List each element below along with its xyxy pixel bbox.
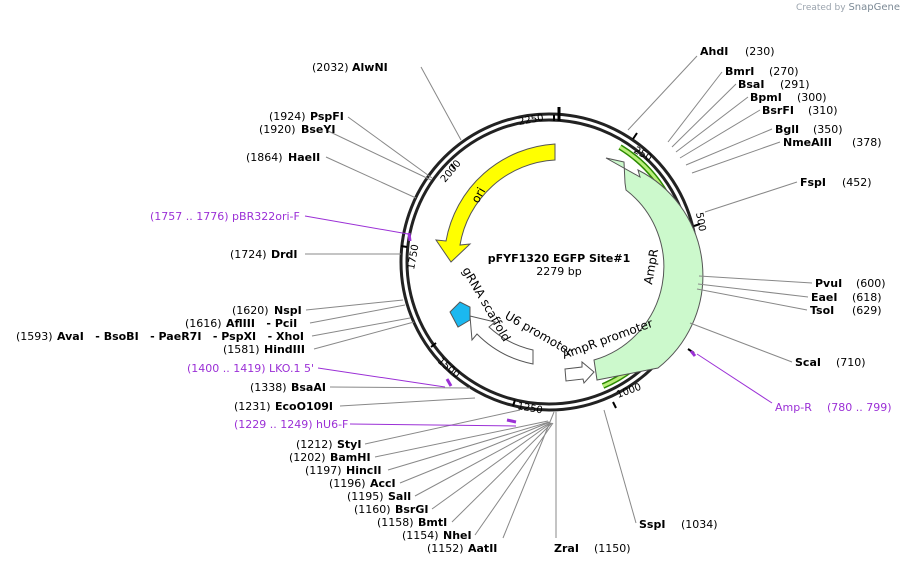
enzyme-ahdi: AhdI: [700, 45, 728, 58]
enzyme-drdi-pos: (1724): [230, 248, 267, 261]
ampr-feature: [593, 157, 704, 381]
enzyme-ecoo109i-pos: (1231): [234, 400, 271, 413]
enzyme-bamhi-pos: (1202): [289, 451, 326, 464]
enzyme-hincii-pos: (1197): [305, 464, 342, 477]
enzyme-aatii-pos: (1152): [427, 542, 464, 555]
tick-1750: 1750: [406, 244, 421, 271]
enzyme-bsrfi-pos: (310): [808, 104, 838, 117]
enzyme-eaei: EaeI: [811, 291, 838, 304]
enzyme-sspi-pos: (1034): [681, 518, 718, 531]
primer-hu6-f: (1229 .. 1249) hU6-F: [234, 418, 348, 431]
snapgene-brand: Created by SnapGene: [796, 2, 900, 13]
enzyme-bsrgi-pos: (1160): [354, 503, 391, 516]
enzyme-drdi: DrdI: [271, 248, 298, 261]
plasmid-name: pFYF1320 EGFP Site#1: [488, 252, 631, 265]
enzyme-hindiii-pos: (1581): [223, 343, 260, 356]
enzyme-nspi-pos: (1620): [232, 304, 269, 317]
enzyme-acci: AccI: [370, 477, 396, 490]
enzyme-scai: ScaI: [795, 356, 821, 369]
enzyme-bpmi-pos: (300): [797, 91, 827, 104]
enzyme-bsrgi: BsrGI: [395, 503, 428, 516]
enzyme-nspi: NspI: [274, 304, 302, 317]
enzyme-zrai: ZraI: [554, 542, 579, 555]
primer-pbr322ori-f: (1757 .. 1776) pBR322ori-F: [150, 210, 300, 223]
enzyme-haeii-pos: (1864): [246, 151, 283, 164]
enzyme-pvui-pos: (600): [856, 277, 886, 290]
enzyme-tsoi-pos: (629): [852, 304, 882, 317]
enzyme-nhei-pos: (1154): [402, 529, 439, 542]
enzyme-nmeaiii-pos: (378): [852, 136, 882, 149]
enzyme-bsai-pos: (291): [780, 78, 810, 91]
enzyme-bamhi: BamHI: [330, 451, 371, 464]
enzyme-styi-pos: (1212): [296, 438, 333, 451]
enzyme-bgli-pos: (350): [813, 123, 843, 136]
enzyme-bmri-pos: (270): [769, 65, 799, 78]
brand-name: SnapGene: [848, 2, 900, 13]
primer-lko1-5: (1400 .. 1419) LKO.1 5': [187, 362, 314, 375]
primer-amp-r: Amp-R: [775, 401, 812, 414]
enzyme-hincii: HincII: [346, 464, 382, 477]
enzyme-pspfi-pos: (1924): [269, 110, 306, 123]
enzyme-eaei-pos: (618): [852, 291, 882, 304]
enzyme-alwni-pos: (2032): [312, 61, 349, 74]
enzyme-acci-pos: (1196): [329, 477, 366, 490]
enzyme-tsoi: TsoI: [810, 304, 834, 317]
enzyme-hindiii: HindIII: [264, 343, 305, 356]
ori-feature: [434, 143, 556, 263]
enzyme-afliii-pos: (1616): [185, 317, 222, 330]
tick-2250: 2250: [518, 113, 545, 128]
enzyme-bmti-pos: (1158): [377, 516, 414, 529]
enzyme-scai-pos: (710): [836, 356, 866, 369]
enzyme-aatii: AatII: [468, 542, 497, 555]
enzyme-sali-pos: (1195): [347, 490, 384, 503]
tick-1250: 1250: [516, 401, 543, 416]
enzyme-avai-pos: (1593): [16, 330, 53, 343]
enzyme-bmti: BmtI: [418, 516, 447, 529]
enzyme-zrai-pos: (1150): [594, 542, 631, 555]
enzyme-styi: StyI: [337, 438, 361, 451]
ampr-promoter-feature: [564, 360, 595, 385]
enzyme-bsaai-pos: (1338): [250, 381, 287, 394]
primer-amp-r-range: (780 .. 799): [827, 401, 892, 414]
enzyme-alwni: AlwNI: [352, 61, 388, 74]
enzyme-nhei: NheI: [443, 529, 472, 542]
grna-scaffold-feature: [449, 301, 471, 328]
enzyme-bpmi: BpmI: [750, 91, 782, 104]
enzyme-bsai: BsaI: [738, 78, 764, 91]
enzyme-bsrfi: BsrFI: [762, 104, 794, 117]
ori-label: ori: [468, 185, 488, 206]
enzyme-bmri: BmrI: [725, 65, 754, 78]
enzyme-ecoo109i: EcoO109I: [275, 400, 333, 413]
enzyme-sali: SalI: [388, 490, 411, 503]
enzyme-bgli: BglI: [775, 123, 799, 136]
enzyme-pvui: PvuI: [815, 277, 842, 290]
ampr-label: AmpR: [641, 248, 661, 286]
tick-500: 500: [693, 212, 707, 233]
enzyme-ahdi-pos: (230): [745, 45, 775, 58]
enzyme-afliii-pcii: AflIII - PciI: [226, 317, 297, 330]
plasmid-size: 2279 bp: [536, 265, 581, 278]
enzyme-fspi-pos: (452): [842, 176, 872, 189]
tick-1500: 1500: [435, 356, 462, 381]
enzyme-bsaai: BsaAI: [291, 381, 326, 394]
tick-2000: 2000: [439, 158, 464, 185]
enzyme-fspi: FspI: [800, 176, 826, 189]
enzyme-nmeaiii: NmeAIII: [783, 136, 832, 149]
enzyme-haeii: HaeII: [288, 151, 320, 164]
enzyme-pspfi: PspFI: [310, 110, 344, 123]
brand-created-by: Created by: [796, 3, 846, 13]
enzyme-bseyi: BseYI: [301, 123, 335, 136]
enzyme-avai-group: AvaI - BsoBI - PaeR7I - PspXI - XhoI: [57, 330, 304, 343]
enzyme-bseyi-pos: (1920): [259, 123, 296, 136]
enzyme-sspi: SspI: [639, 518, 665, 531]
